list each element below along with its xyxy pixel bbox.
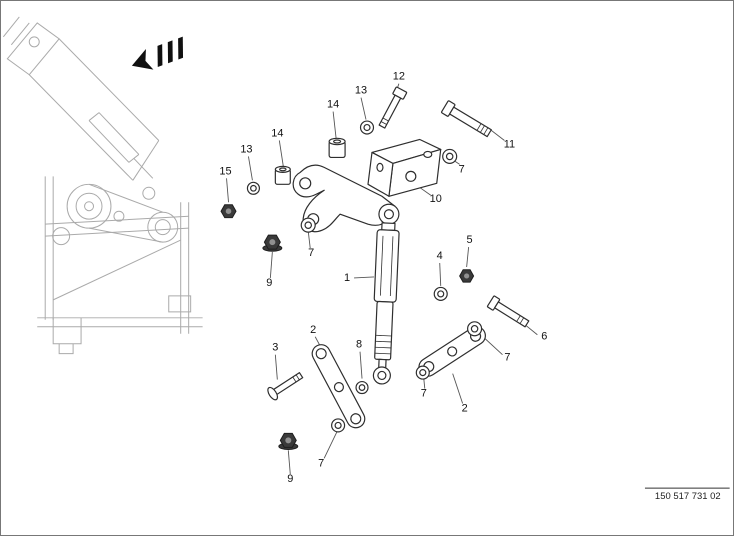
part-washer-7-link-right <box>415 365 430 380</box>
part-flange-nut-9-top <box>262 234 283 252</box>
drawing-number-block: 150 517 731 02 <box>644 487 730 502</box>
callout-3: 3 <box>272 342 278 354</box>
callout-5: 5 <box>467 234 473 246</box>
callout-13b: 13 <box>240 143 252 155</box>
callout-7b: 7 <box>308 247 314 259</box>
part-washer-7-right <box>467 321 483 337</box>
part-nut-15 <box>220 204 237 219</box>
callout-8: 8 <box>356 339 362 351</box>
part-spacer-14-top <box>328 137 346 159</box>
part-washer-7-bottom <box>331 418 346 433</box>
callout-2b: 2 <box>310 324 316 336</box>
callout-10: 10 <box>430 193 442 205</box>
callout-14: 14 <box>327 99 339 111</box>
machine-ghost-drawing <box>2 16 203 355</box>
callout-7e: 7 <box>318 457 324 469</box>
callout-2a: 2 <box>462 402 468 414</box>
part-bolt-12 <box>378 86 408 129</box>
callout-7c: 7 <box>504 352 510 364</box>
callout-9b: 9 <box>287 473 293 485</box>
part-spacer-14-left <box>274 165 291 185</box>
part-bolt-3 <box>267 372 304 401</box>
drawing-number: 150 517 731 02 <box>655 491 721 502</box>
part-washer-7-bracket <box>442 148 458 164</box>
callout-4: 4 <box>437 250 443 262</box>
callout-labels: 12 13 14 11 7 14 13 15 10 7 9 1 5 4 6 7 … <box>219 71 547 485</box>
callout-7d: 7 <box>421 388 427 400</box>
callout-6: 6 <box>541 331 547 343</box>
callout-7a: 7 <box>459 163 465 175</box>
callout-14b: 14 <box>271 127 283 139</box>
part-link-left-2 <box>311 344 366 429</box>
part-washer-4 <box>433 286 448 301</box>
part-bracket-10 <box>367 138 442 197</box>
callout-1: 1 <box>344 272 350 284</box>
part-flange-nut-9-bottom <box>278 432 299 451</box>
part-washer-13-left <box>246 181 261 195</box>
part-nut-5 <box>459 269 475 283</box>
part-washer-7-arm <box>300 217 316 233</box>
part-bolt-11 <box>441 100 492 138</box>
direction-arrow-icon <box>131 36 184 70</box>
callout-12: 12 <box>393 71 405 83</box>
part-washer-8 <box>355 380 369 395</box>
callout-11: 11 <box>504 138 515 150</box>
part-bolt-6 <box>486 295 530 328</box>
callout-15: 15 <box>219 165 231 177</box>
part-shock-absorber-1 <box>372 203 400 385</box>
part-washer-13-top <box>359 120 375 135</box>
callout-13: 13 <box>355 85 367 97</box>
callout-9a: 9 <box>266 277 272 289</box>
